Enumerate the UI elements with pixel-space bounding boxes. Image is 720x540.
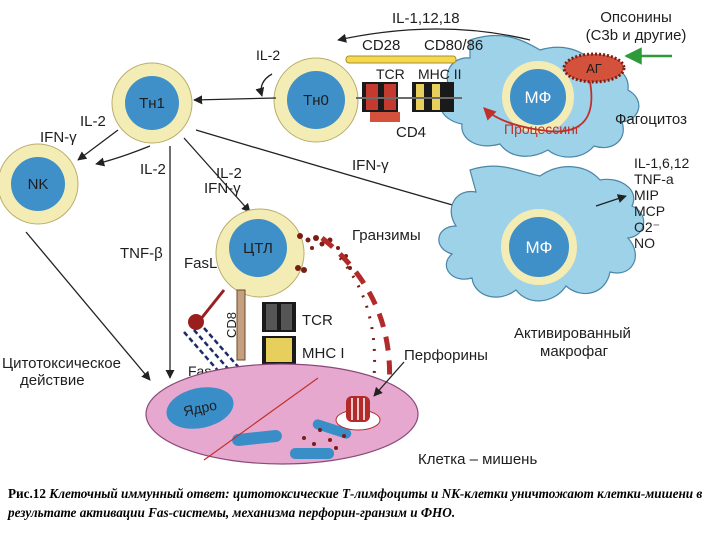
caption-number: Рис.12 [8, 486, 46, 501]
target-nucleus [166, 387, 234, 429]
processing-label: Процессинг [504, 121, 580, 137]
cd28-label: CD28 [362, 37, 400, 54]
nucleus-label: Ядро [182, 397, 219, 420]
cytotoxic-arrow [25, 231, 151, 381]
nk-label: NK [28, 176, 49, 193]
phagocytosis-label: Фагоцитоз [615, 111, 687, 128]
opsonins-label: Опсонины [600, 9, 672, 26]
cytokine-4: O2⁻ [634, 219, 660, 235]
perforin-pore [335, 396, 381, 431]
granzymes-label: Гранзимы [352, 227, 421, 244]
cd4-label: CD4 [396, 124, 426, 141]
cd8-bar [236, 289, 246, 361]
activated-macrophage-nucleus [501, 209, 577, 285]
th1-to-nk-arrow [77, 129, 119, 161]
mf-top-label: МФ [525, 88, 552, 107]
cytokine-5: NO [634, 235, 655, 251]
figure-caption: Рис.12 Клеточный иммунный ответ: цитоток… [8, 484, 712, 522]
cytokine-list: IL-1,6,12 TNF-a MIP MCP O2⁻ NO [634, 155, 689, 251]
cd4-bar [370, 112, 400, 122]
tcr-top-label: TCR [376, 66, 405, 82]
mhc2-label: MHC II [418, 66, 462, 82]
ctl-core [229, 219, 287, 277]
target-cell-label: Клетка – мишень [418, 451, 537, 468]
activated-label-2: макрофаг [540, 343, 609, 360]
target-organelles [232, 419, 352, 459]
cytotoxic-label-1: Цитотоксическое [2, 355, 121, 372]
il2-mid1-label: IL-2 [140, 161, 166, 178]
cd8-label: CD8 [224, 312, 239, 338]
th1-to-il2-arrow [95, 145, 151, 167]
ag-label: АГ [586, 61, 602, 76]
fasl-knob [188, 314, 204, 330]
il2-mid2-label: IL-2 [216, 165, 242, 182]
immune-response-diagram: МФ АГ Опсонины (C3b и другие) IL-1,12,18… [0, 9, 689, 468]
tcr-bottom-label: TCR [302, 312, 333, 329]
fasl-stalk [198, 289, 226, 321]
il2-top-label: IL-2 [256, 47, 280, 63]
th0-to-th1-arrow [193, 95, 277, 105]
cytokine-3: MCP [634, 203, 665, 219]
cytotoxic-label-2: действие [20, 372, 85, 389]
ctl-label: ЦТЛ [243, 240, 273, 257]
fasl-label: FasL [184, 255, 217, 272]
cytokine-2: MIP [634, 187, 659, 203]
ifn-left-label: IFN-γ [40, 129, 77, 146]
ifn-right-label: IFN-γ [352, 157, 389, 174]
nk-core [11, 157, 65, 211]
c3b-label: (C3b и другие) [586, 27, 687, 44]
activated-label-1: Активированный [514, 325, 631, 342]
cytokine-0: IL-1,6,12 [634, 155, 689, 171]
il2-th0-to-th1-arrow [255, 73, 273, 97]
tnf-b-label: TNF-β [120, 245, 163, 262]
caption-text: Клеточный иммунный ответ: цитотоксически… [8, 486, 703, 520]
th0-label: Тн0 [303, 92, 329, 109]
perforins-arrow [373, 361, 405, 397]
ifn-to-activated-mf-arrow [195, 129, 471, 213]
processing-arrow [483, 81, 593, 133]
tcr-mhc1-complex [262, 302, 296, 364]
fas-receptor [183, 327, 249, 383]
th1-label: Тн1 [139, 95, 165, 112]
cd28-cd80-bar [345, 55, 457, 64]
ag-particle [562, 52, 626, 84]
cytokine-1: TNF-a [634, 171, 674, 187]
il2-left-label: IL-2 [80, 113, 106, 130]
th0-core [287, 71, 345, 129]
th1-to-ctl-arrow [183, 137, 251, 213]
ifn-mid-label: IFN-γ [204, 180, 241, 197]
il-1-12-18-arrow [337, 28, 531, 43]
th1-core [125, 76, 179, 130]
mhc1-label: MHC I [302, 345, 345, 362]
granzyme-in-target [302, 428, 346, 450]
granzyme-granules [295, 233, 352, 273]
cytokine-release-arrow [595, 194, 627, 207]
target-cleavage-line [203, 377, 319, 461]
mf-bottom-label: МФ [526, 238, 553, 257]
perforins-label: Перфорины [404, 347, 488, 364]
cd80-86-label: CD80/86 [424, 37, 483, 54]
tcr-mhc2-complex [356, 82, 462, 112]
il-1-12-18-label: IL-1,12,18 [392, 10, 460, 27]
